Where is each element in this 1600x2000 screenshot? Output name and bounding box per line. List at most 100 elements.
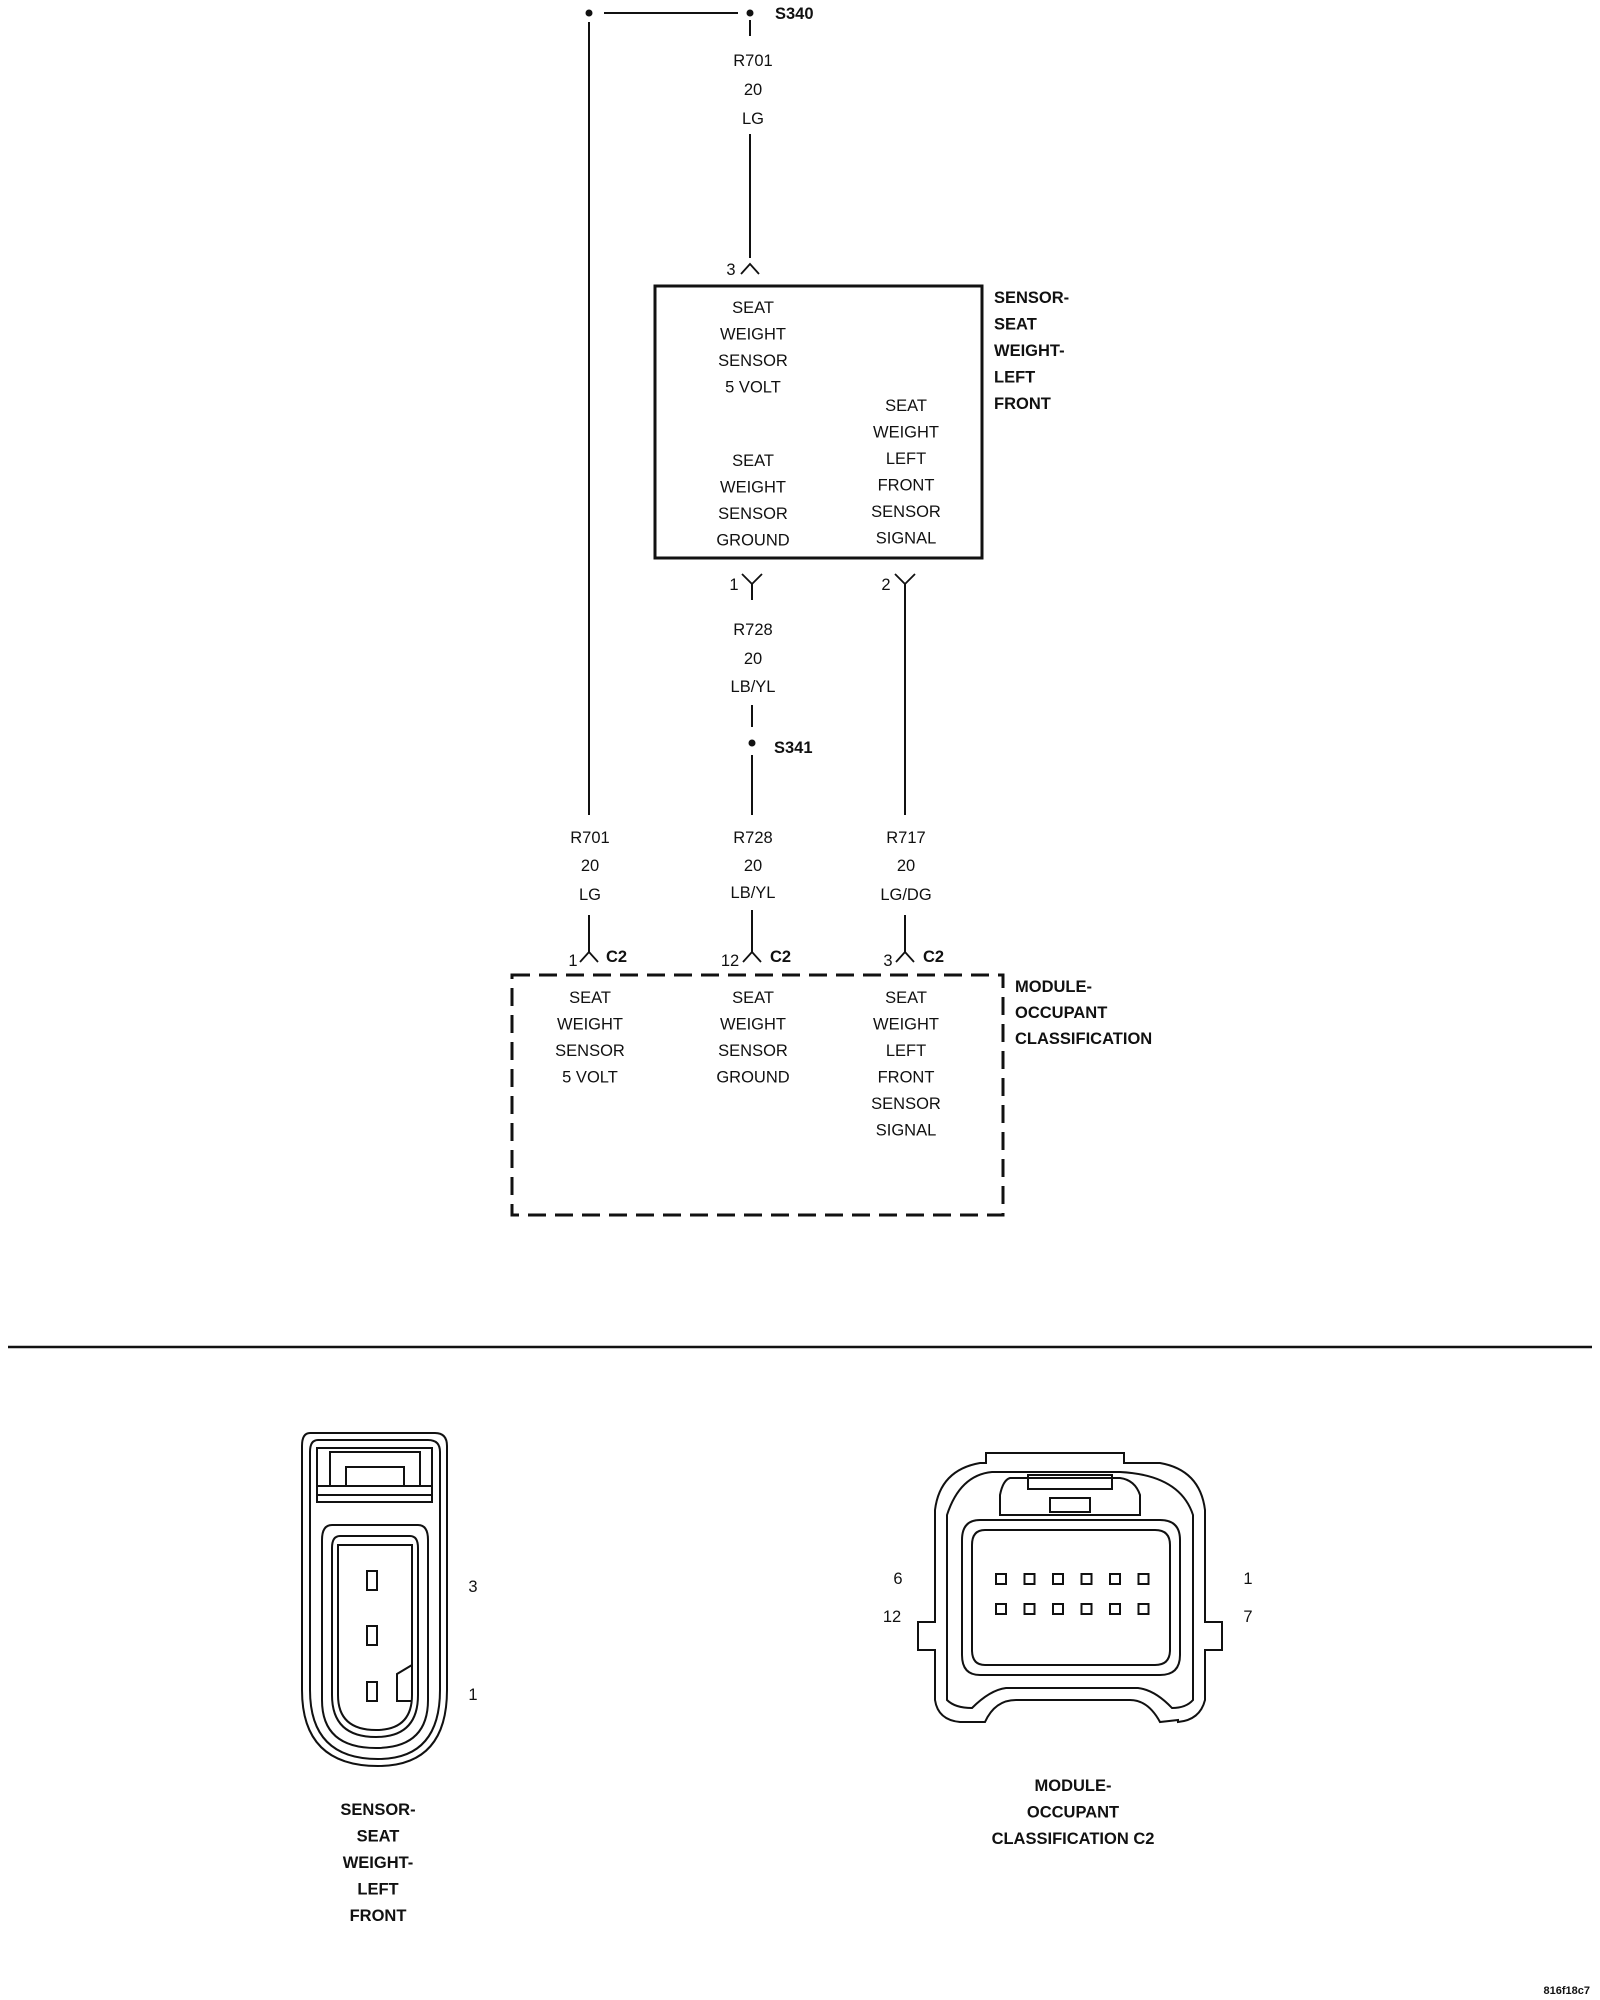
- module-terminal: [1080, 1573, 1093, 1585]
- svg-text:LG: LG: [579, 886, 601, 904]
- sensor-terminal-2: [366, 1625, 378, 1646]
- m5v-line: 5 VOLT: [562, 1069, 618, 1087]
- module-view-pin-1: 1: [1243, 1570, 1252, 1588]
- svg-text:C2: C2: [923, 948, 944, 966]
- mcap-line: CLASSIFICATION C2: [992, 1830, 1155, 1848]
- wire-label-lower-mid: R728 20 LB/YL: [731, 829, 776, 902]
- module-terminal: [1137, 1573, 1150, 1585]
- module-view-pin-7: 7: [1243, 1608, 1252, 1626]
- wire-label-top: R701 20 LG: [733, 52, 772, 128]
- sgnd-line: GROUND: [716, 532, 789, 550]
- scap-line: FRONT: [350, 1907, 407, 1925]
- sensor-name: SENSOR- SEAT WEIGHT- LEFT FRONT: [994, 289, 1069, 413]
- svg-text:R701: R701: [733, 52, 772, 70]
- sensor-terminal-3: [366, 1570, 378, 1591]
- wire-label-mid: R728 20 LB/YL: [731, 621, 776, 696]
- sname-line: FRONT: [994, 395, 1051, 413]
- svg-text:C2: C2: [606, 948, 627, 966]
- module-pin-12: 12 C2: [721, 948, 791, 970]
- msig-line: WEIGHT: [873, 1016, 939, 1034]
- s5v-line: SEAT: [732, 299, 774, 317]
- svg-text:20: 20: [744, 650, 762, 668]
- mname-line: CLASSIFICATION: [1015, 1030, 1152, 1048]
- sname-line: SEAT: [994, 316, 1037, 334]
- mgnd-line: SEAT: [732, 989, 774, 1007]
- module-name: MODULE- OCCUPANT CLASSIFICATION: [1015, 978, 1152, 1048]
- sgnd-line: SEAT: [732, 452, 774, 470]
- svg-text:20: 20: [744, 857, 762, 875]
- module-terminal: [1080, 1603, 1093, 1615]
- svg-text:12: 12: [721, 952, 739, 970]
- module-terminal: [1023, 1603, 1036, 1615]
- scap-line: SENSOR-: [340, 1801, 415, 1819]
- svg-text:3: 3: [726, 261, 735, 279]
- sensor-view-pin-3: 3: [468, 1578, 477, 1596]
- sname-line: WEIGHT-: [994, 342, 1065, 360]
- module-pin-3: 3 C2: [883, 948, 944, 970]
- msig-line: SIGNAL: [876, 1122, 937, 1140]
- module-terminal: [1052, 1603, 1064, 1615]
- svg-text:20: 20: [744, 81, 762, 99]
- svg-text:2: 2: [881, 576, 890, 594]
- s5v-line: SENSOR: [718, 352, 788, 370]
- s5v-line: WEIGHT: [720, 326, 786, 344]
- msig-line: LEFT: [886, 1042, 926, 1060]
- svg-text:R728: R728: [733, 621, 772, 639]
- module-view-pin-6: 6: [893, 1570, 902, 1588]
- sensor-connector-view: [301, 1432, 448, 1768]
- svg-text:LG/DG: LG/DG: [880, 886, 931, 904]
- ssig-line: SENSOR: [871, 503, 941, 521]
- module-func-ground: SEAT WEIGHT SENSOR GROUND: [716, 989, 789, 1087]
- svg-text:R717: R717: [886, 829, 925, 847]
- svg-text:C2: C2: [770, 948, 791, 966]
- mgnd-line: SENSOR: [718, 1042, 788, 1060]
- mgnd-line: WEIGHT: [720, 1016, 786, 1034]
- svg-text:1: 1: [729, 576, 738, 594]
- ssig-line: SEAT: [885, 397, 927, 415]
- splice-s340: S340: [585, 5, 814, 23]
- splice-s341: S341: [748, 739, 813, 757]
- svg-text:LG: LG: [742, 110, 764, 128]
- figure-id: 816f18c7: [1544, 1985, 1591, 1997]
- msig-line: SEAT: [885, 989, 927, 1007]
- sensor-func-5v: SEAT WEIGHT SENSOR 5 VOLT: [718, 299, 788, 397]
- ssig-line: LEFT: [886, 450, 926, 468]
- sensor-view-pin-1: 1: [468, 1686, 477, 1704]
- mname-line: OCCUPANT: [1015, 1004, 1107, 1022]
- svg-text:1: 1: [568, 952, 577, 970]
- m5v-line: WEIGHT: [557, 1016, 623, 1034]
- module-view-caption: MODULE- OCCUPANT CLASSIFICATION C2: [992, 1777, 1155, 1848]
- s5v-line: 5 VOLT: [725, 379, 781, 397]
- splice-s340-label: S340: [775, 5, 814, 23]
- mcap-line: MODULE-: [1035, 1777, 1112, 1795]
- mgnd-line: GROUND: [716, 1069, 789, 1087]
- module-terminal: [995, 1603, 1007, 1615]
- msig-line: SENSOR: [871, 1095, 941, 1113]
- sensor-box: [653, 284, 984, 560]
- module-terminal: [1023, 1573, 1036, 1585]
- msig-line: FRONT: [878, 1069, 935, 1087]
- sgnd-line: SENSOR: [718, 505, 788, 523]
- module-connector-view: [917, 1452, 1223, 1724]
- scap-line: WEIGHT-: [343, 1854, 414, 1872]
- ssig-line: FRONT: [878, 477, 935, 495]
- sname-line: SENSOR-: [994, 289, 1069, 307]
- svg-text:R728: R728: [733, 829, 772, 847]
- module-func-signal: SEAT WEIGHT LEFT FRONT SENSOR SIGNAL: [871, 989, 941, 1140]
- svg-text:LB/YL: LB/YL: [731, 884, 776, 902]
- mname-line: MODULE-: [1015, 978, 1092, 996]
- svg-text:R701: R701: [570, 829, 609, 847]
- sensor-terminal-1: [366, 1681, 378, 1702]
- sensor-pin-1: 1: [729, 573, 763, 600]
- module-box: [510, 973, 1005, 1217]
- scap-line: SEAT: [357, 1828, 400, 1846]
- sensor-pin-3: 3: [726, 261, 760, 279]
- module-terminal: [1109, 1603, 1121, 1615]
- sname-line: LEFT: [994, 369, 1035, 387]
- m5v-line: SEAT: [569, 989, 611, 1007]
- mcap-line: OCCUPANT: [1027, 1804, 1119, 1822]
